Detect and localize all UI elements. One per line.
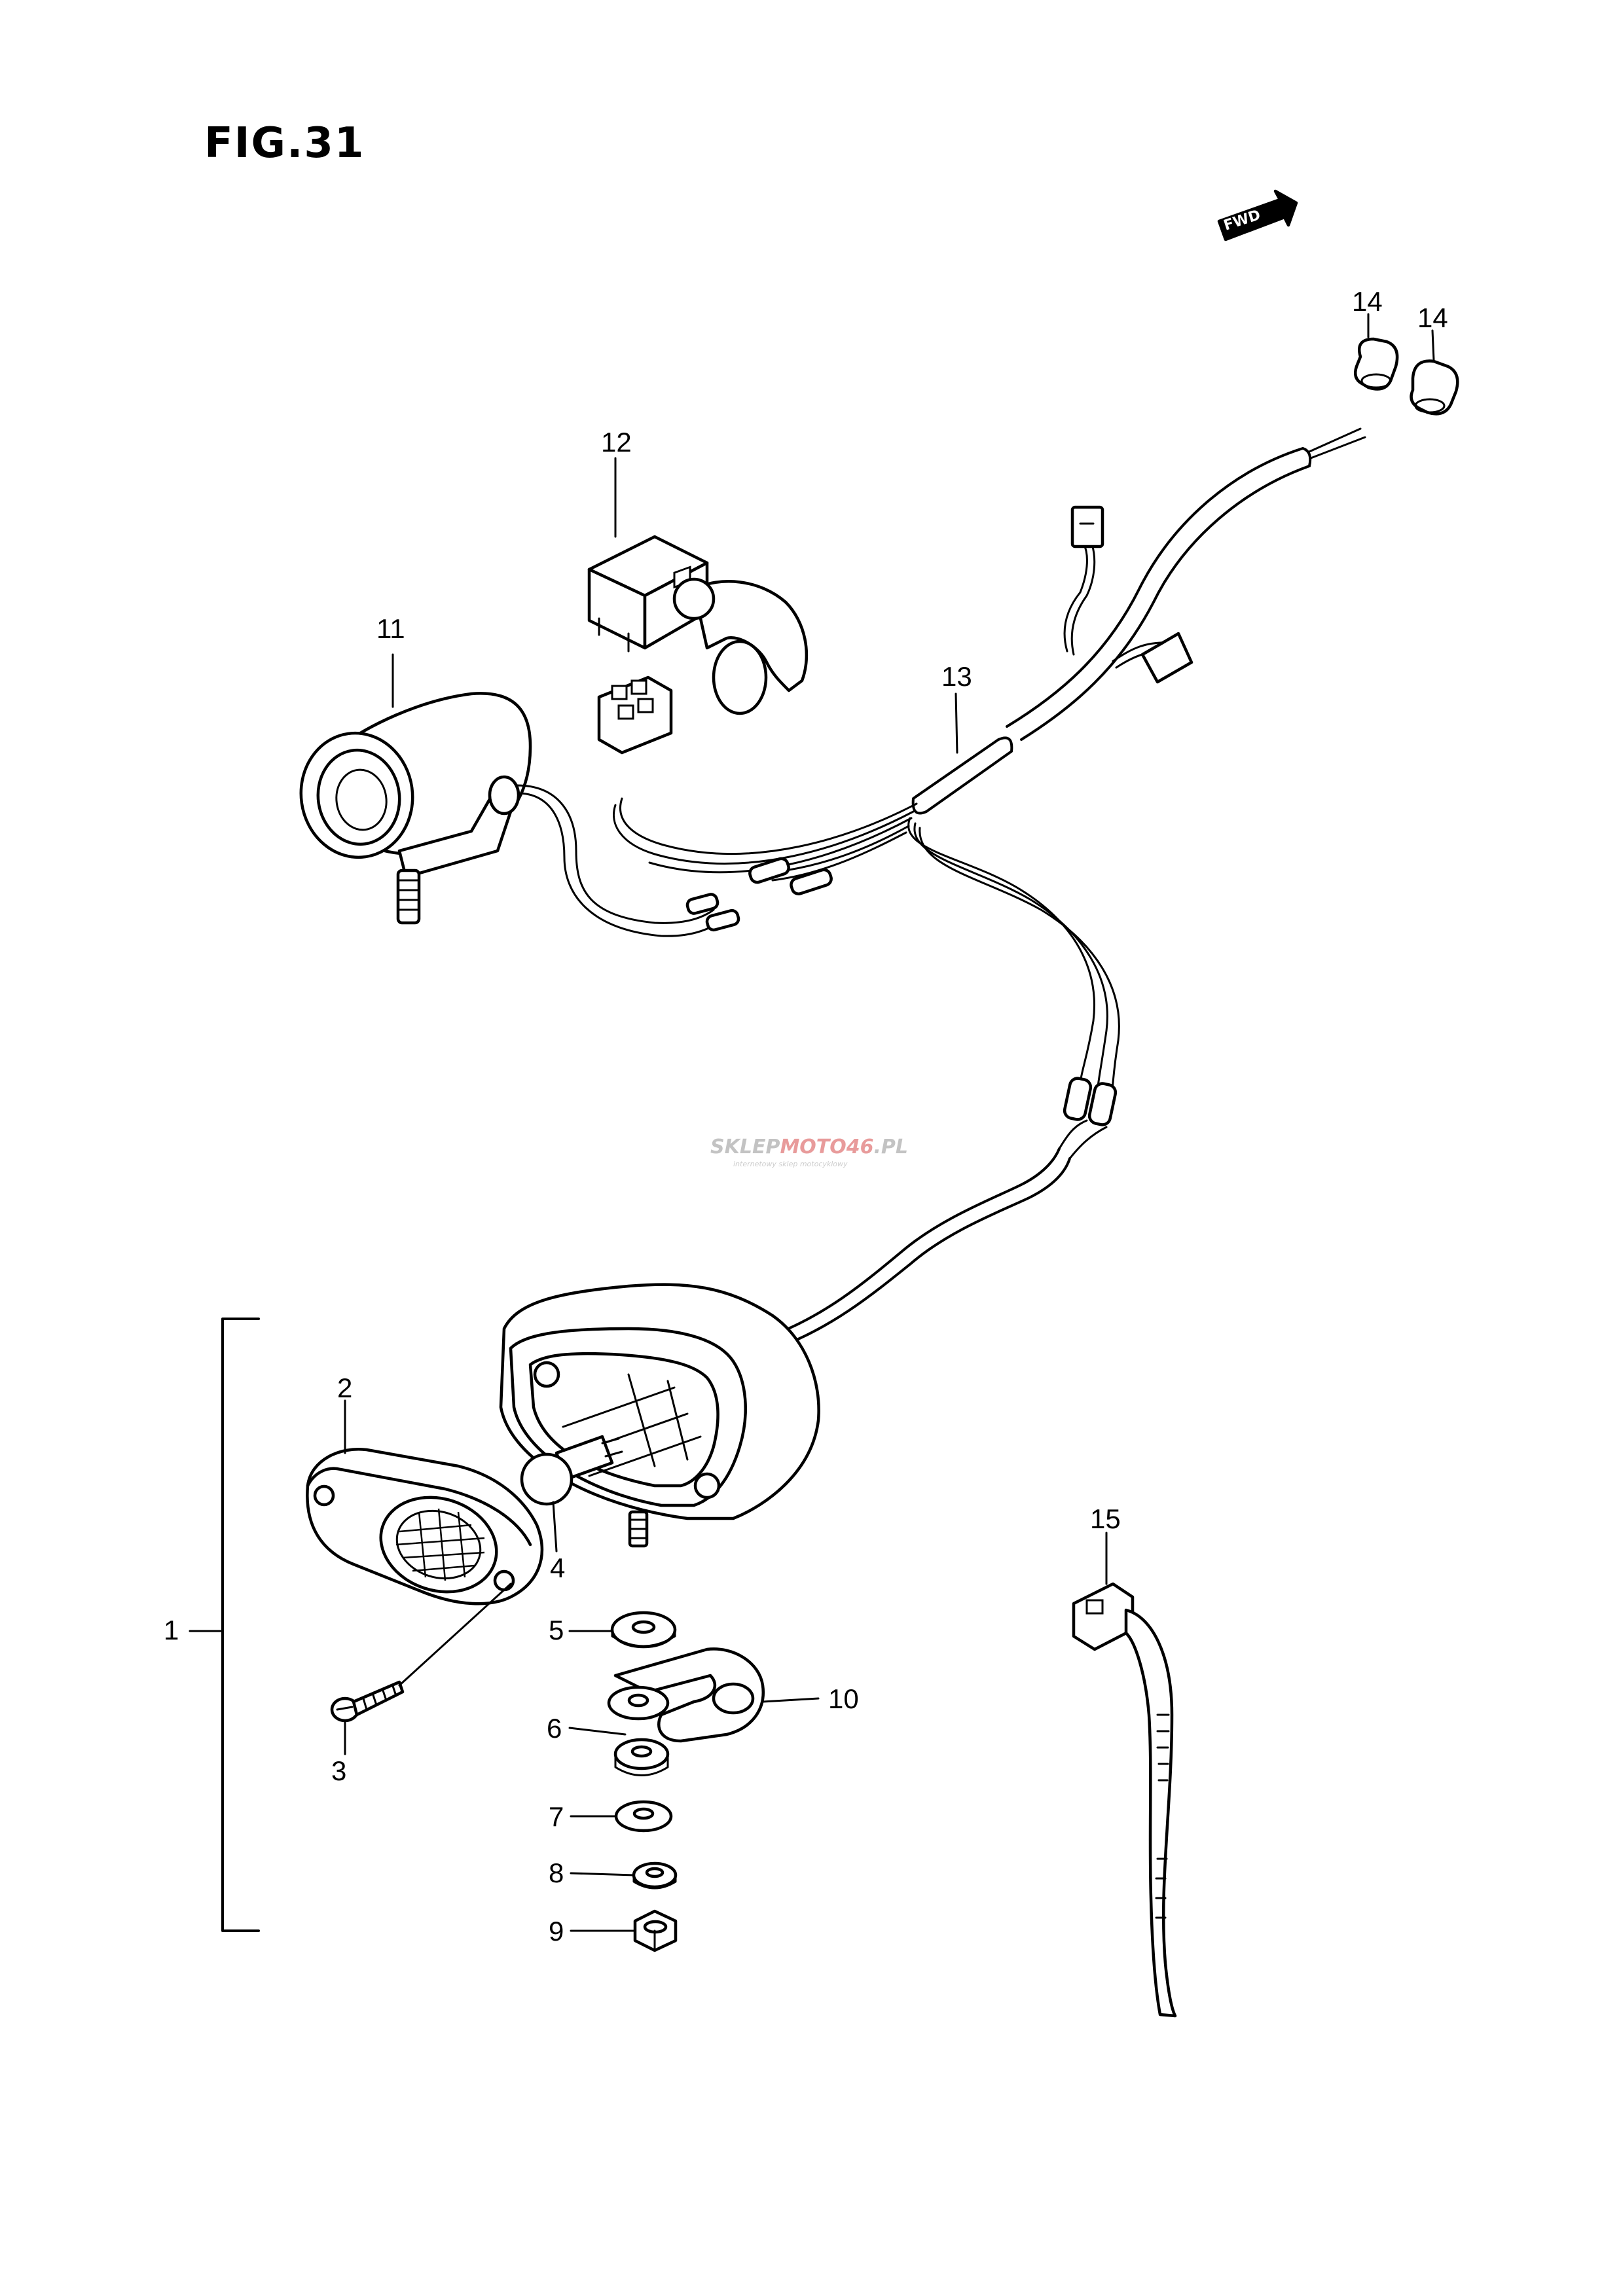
relay-assembly — [587, 535, 809, 755]
bullet-connector-a — [748, 857, 790, 884]
callout-8: 8 — [549, 1857, 564, 1888]
callout-10: 10 — [828, 1683, 859, 1714]
callout-13: 13 — [941, 661, 972, 692]
callout-7: 7 — [549, 1801, 564, 1832]
watermark-brand-part3: .PL — [874, 1136, 909, 1158]
callout-1: 1 — [164, 1615, 179, 1645]
forward-direction-badge: FWD — [1217, 189, 1298, 242]
bullet-connector-c — [1063, 1077, 1093, 1121]
lamp-lens — [306, 1448, 544, 1605]
lamp-bullet-b — [705, 908, 740, 932]
clamp-bracket — [607, 1647, 765, 1743]
callout-labels: 12 11 13 14 14 2 4 15 1 5 10 6 3 7 8 9 — [164, 286, 1448, 1946]
bullet-connector-b — [790, 868, 833, 895]
callout-9: 9 — [549, 1916, 564, 1946]
turn-signal-lamp — [299, 692, 740, 937]
washer-7 — [614, 1800, 673, 1833]
bullet-connector-d — [1087, 1082, 1118, 1126]
collar-6 — [613, 1738, 670, 1776]
watermark-tagline: internetowy sklep motocyklowy — [733, 1160, 848, 1168]
lamp-bullet-a — [685, 893, 719, 915]
lens-screw — [330, 1680, 405, 1723]
grommet-right — [1410, 359, 1459, 416]
watermark-brand-part1: SKLEP — [710, 1136, 780, 1158]
callout-14-right: 14 — [1417, 302, 1448, 333]
lock-washer-8 — [632, 1861, 678, 1890]
lamp-stud — [396, 869, 421, 925]
figure-title: FIG.31 — [204, 119, 365, 168]
nut-9 — [633, 1909, 678, 1952]
callout-15: 15 — [1090, 1503, 1121, 1534]
cable-tie — [1072, 1582, 1177, 2018]
tail-lamp-assembly — [499, 1119, 1108, 1548]
leader-lines — [189, 313, 1435, 1932]
small-connector-upper — [1070, 505, 1104, 548]
watermark: SKLEPMOTO46.PL internetowy sklep motocyk… — [710, 1136, 908, 1168]
bulb — [520, 1435, 623, 1506]
callout-2: 2 — [337, 1372, 352, 1403]
svg-text:SKLEPMOTO46.PL: SKLEPMOTO46.PL — [710, 1136, 908, 1158]
callout-14-left: 14 — [1352, 286, 1383, 317]
wiring-harness — [613, 427, 1366, 1126]
callout-11: 11 — [376, 613, 405, 644]
watermark-brand-part2: MOTO46 — [780, 1136, 873, 1158]
callout-4: 4 — [550, 1552, 565, 1583]
washer-5 — [610, 1611, 677, 1649]
callout-12: 12 — [601, 427, 632, 457]
grommet-pair — [1354, 337, 1459, 416]
side-connector — [1140, 632, 1193, 684]
callout-6: 6 — [547, 1713, 562, 1744]
callout-5: 5 — [549, 1615, 564, 1645]
callout-3: 3 — [331, 1755, 346, 1786]
